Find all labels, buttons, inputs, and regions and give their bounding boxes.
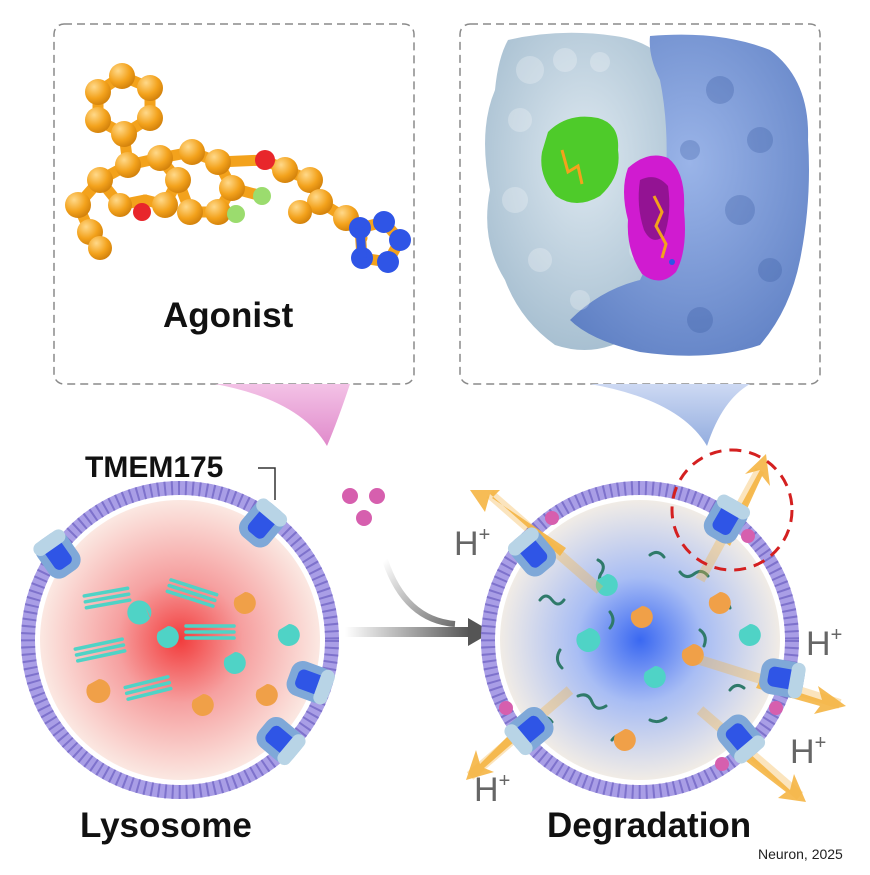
transition-arrow: [345, 618, 492, 646]
protein-surface: [485, 32, 809, 356]
agonist-dots: [342, 488, 385, 526]
pink-wedge: [215, 384, 350, 446]
proton-label: H+: [806, 624, 843, 663]
tmem175-channel: [33, 498, 335, 766]
tmem175-label: TMEM175: [85, 451, 224, 484]
citation: Neuron, 2025: [758, 846, 843, 862]
tmem175-channel-bound: [499, 494, 806, 771]
agonist-label: Agonist: [163, 296, 294, 335]
proton-label: H+: [454, 524, 491, 563]
lysosome-label: Lysosome: [80, 806, 252, 845]
proton-label: H+: [790, 732, 827, 771]
lysosome-right: [466, 454, 846, 802]
agonist-molecule: [65, 63, 411, 273]
blue-wedge: [590, 384, 750, 446]
proton-label: H+: [474, 770, 511, 809]
degradation-label: Degradation: [547, 806, 752, 845]
highlight-circle: [670, 448, 794, 572]
transition-curve: [382, 559, 456, 627]
tmem175-pointer: [258, 467, 276, 500]
lysosome-left: [21, 481, 339, 799]
